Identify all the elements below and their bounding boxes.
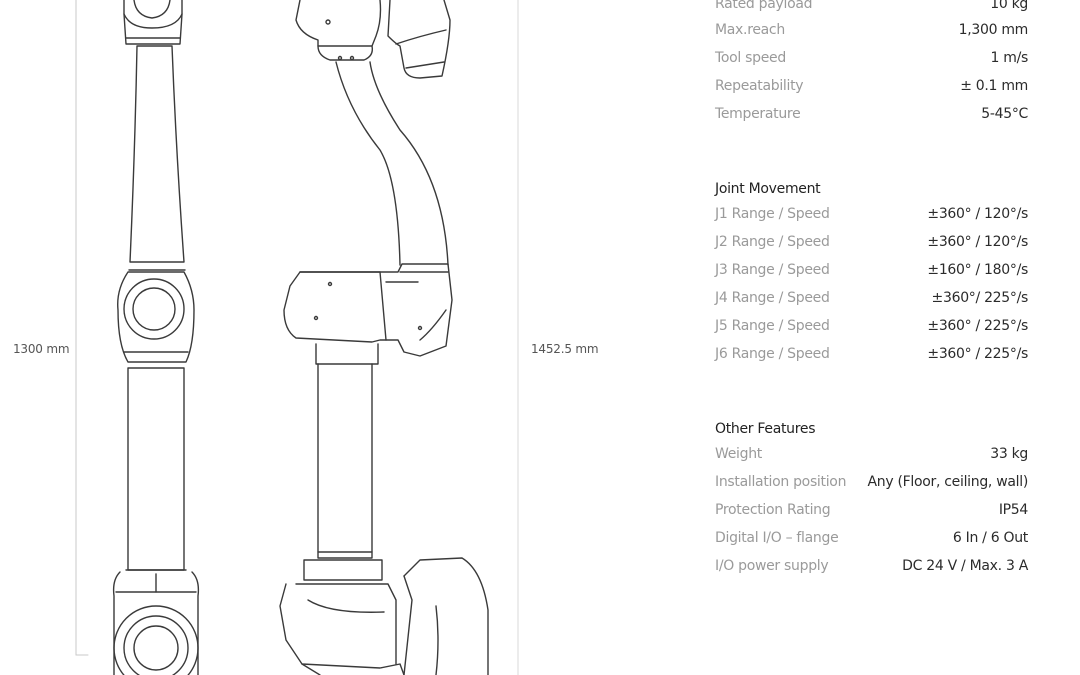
left-height-dimension: 1300 mm <box>13 342 70 356</box>
spec-label: Max.reach <box>715 22 785 38</box>
spec-value: DC 24 V / Max. 3 A <box>902 558 1028 574</box>
spec-label: Installation position <box>715 474 847 490</box>
spec-row-j4: J4 Range / Speed ±360°/ 225°/s <box>715 287 1028 309</box>
spec-row-protection-rating: Protection Rating IP54 <box>715 499 1028 521</box>
spec-value: 5-45°C <box>981 106 1028 122</box>
spec-label: J6 Range / Speed <box>715 346 830 362</box>
spec-label: Temperature <box>715 106 801 122</box>
spec-row-j3: J3 Range / Speed ±160° / 180°/s <box>715 259 1028 281</box>
spec-label: Rated payload <box>715 0 813 12</box>
spec-row-io-power-supply: I/O power supply DC 24 V / Max. 3 A <box>715 555 1028 577</box>
spec-row-rated-payload: Rated payload 10 kg <box>715 0 1028 15</box>
section-title-other-features: Other Features <box>715 421 816 437</box>
spec-value: ±360° / 120°/s <box>927 206 1028 222</box>
spec-row-max-reach: Max.reach 1,300 mm <box>715 19 1028 41</box>
spec-value: ± 0.1 mm <box>960 78 1028 94</box>
spec-row-j1: J1 Range / Speed ±360° / 120°/s <box>715 203 1028 225</box>
spec-row-repeatability: Repeatability ± 0.1 mm <box>715 75 1028 97</box>
spec-label: Repeatability <box>715 78 804 94</box>
spec-value: 10 kg <box>990 0 1028 12</box>
spec-value: 1 m/s <box>990 50 1028 66</box>
right-height-dimension: 1452.5 mm <box>531 342 599 356</box>
spec-label: J3 Range / Speed <box>715 262 830 278</box>
spec-row-installation-position: Installation position Any (Floor, ceilin… <box>715 471 1028 493</box>
spec-row-j5: J5 Range / Speed ±360° / 225°/s <box>715 315 1028 337</box>
spec-row-digital-io: Digital I/O – flange 6 In / 6 Out <box>715 527 1028 549</box>
spec-value: ±360° / 225°/s <box>927 318 1028 334</box>
spec-label: Tool speed <box>715 50 786 66</box>
spec-row-temperature: Temperature 5-45°C <box>715 103 1028 125</box>
spec-value: 33 kg <box>990 446 1028 462</box>
spec-value: ±160° / 180°/s <box>927 262 1028 278</box>
spec-row-tool-speed: Tool speed 1 m/s <box>715 47 1028 69</box>
spec-value: ±360° / 120°/s <box>927 234 1028 250</box>
spec-value: 6 In / 6 Out <box>952 530 1028 546</box>
spec-label: J5 Range / Speed <box>715 318 830 334</box>
spec-label: Weight <box>715 446 762 462</box>
spec-value: IP54 <box>998 502 1028 518</box>
spec-row-j6: J6 Range / Speed ±360° / 225°/s <box>715 343 1028 365</box>
spec-value: 1,300 mm <box>958 22 1029 38</box>
spec-value: ±360° / 225°/s <box>927 346 1028 362</box>
spec-value: Any (Floor, ceiling, wall) <box>867 474 1029 490</box>
spec-label: J1 Range / Speed <box>715 206 830 222</box>
robot-arm-drawing <box>75 0 519 675</box>
spec-row-weight: Weight 33 kg <box>715 443 1028 465</box>
spec-label: J4 Range / Speed <box>715 290 830 306</box>
spec-label: Digital I/O – flange <box>715 530 839 546</box>
section-title-joint-movement: Joint Movement <box>715 181 821 197</box>
spec-label: J2 Range / Speed <box>715 234 830 250</box>
spec-value: ±360°/ 225°/s <box>931 290 1029 306</box>
spec-label: Protection Rating <box>715 502 831 518</box>
spec-label: I/O power supply <box>715 558 829 574</box>
spec-row-j2: J2 Range / Speed ±360° / 120°/s <box>715 231 1028 253</box>
